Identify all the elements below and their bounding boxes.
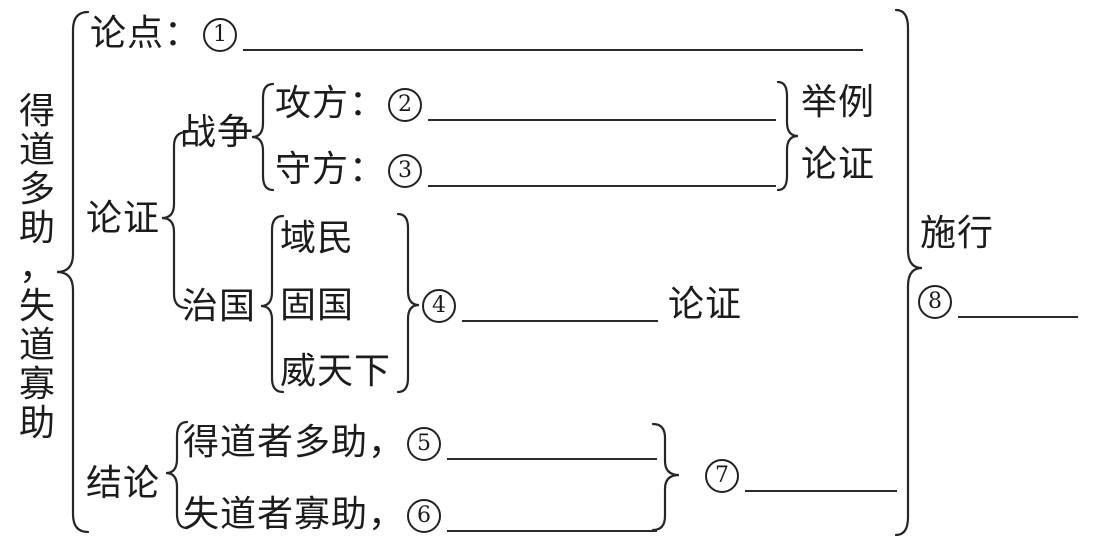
governance-item-2: 固国 bbox=[280, 285, 355, 326]
governance-item-1: 域民 bbox=[280, 218, 355, 259]
attack-label: 攻方： bbox=[275, 83, 387, 124]
conclusion-label: 结论 bbox=[86, 463, 161, 504]
root-right-brace bbox=[894, 8, 923, 537]
conclusion-row-2: 失道者寡助， 6 bbox=[183, 494, 658, 535]
defense-blank bbox=[428, 185, 777, 187]
thesis-label: 论点： bbox=[90, 13, 202, 54]
governance-close-brace bbox=[396, 212, 420, 394]
governance-label: 治国 bbox=[182, 286, 257, 327]
war-label: 战争 bbox=[180, 112, 255, 153]
outcome-label: 施行 bbox=[920, 213, 995, 254]
circled-number-2: 2 bbox=[388, 88, 423, 122]
root-left-brace bbox=[56, 10, 90, 534]
governance-method-row: 4 论证 bbox=[420, 285, 742, 325]
circled-number-7: 7 bbox=[705, 459, 739, 493]
outcome-blank bbox=[958, 316, 1078, 318]
argument-brace bbox=[161, 130, 189, 310]
governance-method-label: 论证 bbox=[668, 284, 743, 325]
conclusion-blank-1 bbox=[447, 458, 658, 460]
conclusion-brace bbox=[165, 420, 189, 530]
defense-label: 守方： bbox=[275, 149, 387, 190]
diagram-title: 得道多助，失道寡助 bbox=[18, 91, 55, 444]
war-close-brace bbox=[776, 80, 799, 192]
attack-row: 攻方： 2 bbox=[275, 83, 777, 124]
circled-number-8: 8 bbox=[918, 285, 952, 319]
argument-label: 论证 bbox=[86, 198, 161, 239]
circled-number-4: 4 bbox=[422, 289, 456, 323]
defense-row: 守方： 3 bbox=[275, 149, 777, 190]
circled-number-6: 6 bbox=[407, 499, 442, 533]
conclusion-line1-text: 得道者多助， bbox=[183, 422, 406, 463]
circled-number-1: 1 bbox=[203, 18, 238, 52]
thesis-row: 论点： 1 bbox=[90, 13, 864, 54]
summary-blank bbox=[745, 490, 897, 492]
governance-blank bbox=[462, 320, 658, 322]
conclusion-blank-2 bbox=[447, 530, 658, 532]
governance-item-3: 威天下 bbox=[280, 351, 392, 392]
governance-brace bbox=[260, 214, 285, 394]
war-brace bbox=[251, 82, 275, 192]
war-method-line2: 论证 bbox=[801, 144, 876, 185]
thesis-blank bbox=[243, 49, 864, 51]
circled-number-5: 5 bbox=[407, 427, 442, 461]
attack-blank bbox=[428, 119, 777, 121]
war-method-line1: 举例 bbox=[801, 82, 876, 123]
outcome-row: 8 bbox=[916, 285, 1078, 321]
conclusion-close-brace bbox=[651, 422, 680, 532]
conclusion-summary-row: 7 bbox=[703, 459, 897, 495]
circled-number-3: 3 bbox=[388, 154, 423, 188]
conclusion-line2-text: 失道者寡助， bbox=[183, 494, 406, 535]
conclusion-row-1: 得道者多助， 5 bbox=[183, 422, 658, 463]
